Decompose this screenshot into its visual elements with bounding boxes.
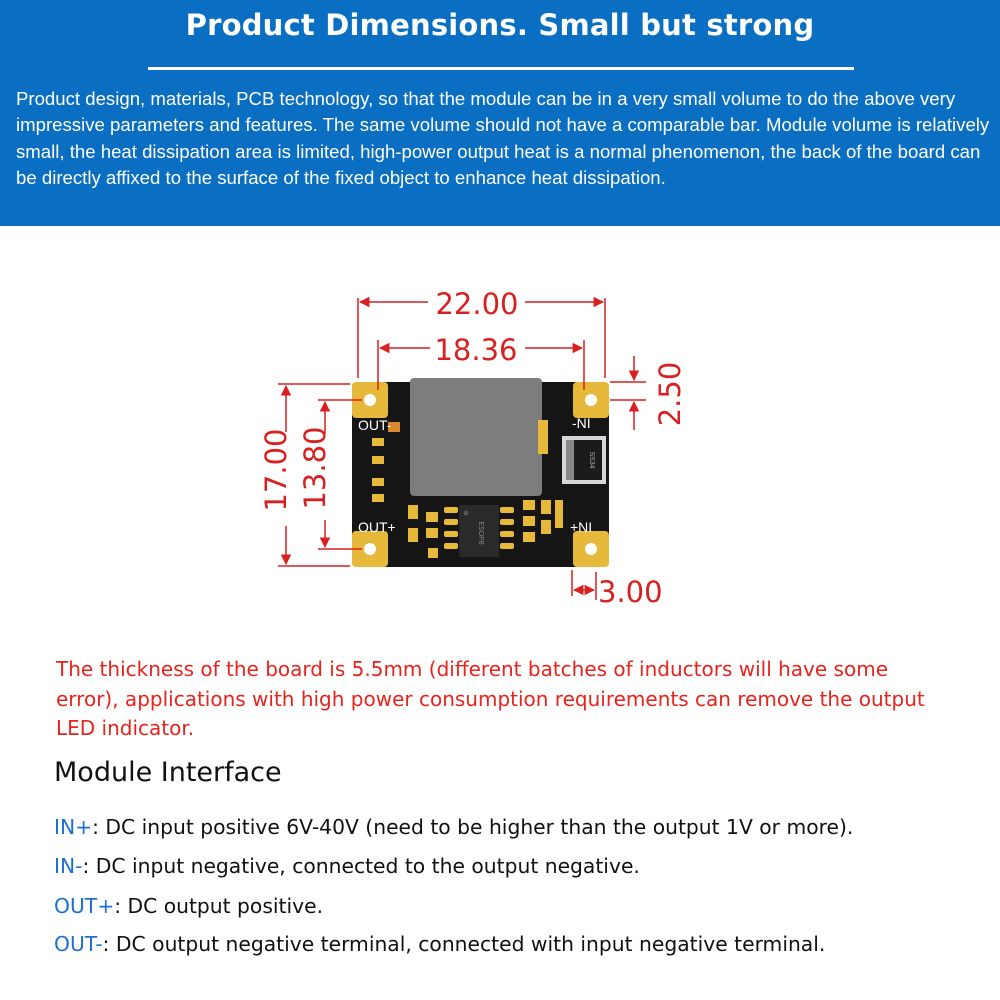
dim-hole-offset-top: 2.50 [653, 362, 687, 427]
silk-out-plus: OUT+ [358, 519, 396, 535]
dim-hole-offset-side: 3.00 [598, 575, 663, 609]
interface-item-out-plus: OUT+: DC output positive. [54, 894, 994, 918]
dim-hole-spacing-height: 13.80 [298, 426, 332, 509]
pin-description: : DC output negative terminal, connected… [102, 932, 826, 956]
diode-marking: SS34 [588, 451, 595, 468]
silk-in-minus: -NI [572, 415, 591, 431]
pin-label: IN- [54, 854, 83, 878]
interface-item-in-minus: IN-: DC input negative, connected to the… [54, 854, 994, 878]
inductor [410, 378, 542, 496]
pin-description: : DC input negative, connected to the ou… [82, 854, 640, 878]
ic-marking: ESOP8 [477, 521, 484, 544]
dim-overall-height: 17.00 [259, 428, 293, 511]
board-dimension-drawing: SS34 ESOP8 OUT- OUT+ -NI +NI 22.00 18.36 [259, 287, 687, 609]
pin-label: IN+ [54, 815, 93, 839]
corner-pad-top-right [573, 382, 609, 418]
title-divider [148, 67, 854, 70]
interface-item-out-minus: OUT-: DC output negative terminal, conne… [54, 932, 994, 956]
dim-hole-spacing-width: 18.36 [434, 333, 517, 367]
pin-label: OUT- [54, 932, 103, 956]
page-title: Product Dimensions. Small but strong [185, 8, 815, 42]
thickness-note: The thickness of the board is 5.5mm (dif… [56, 657, 925, 740]
interface-item-in-plus: IN+: DC input positive 6V-40V (need to b… [54, 815, 994, 839]
silk-in-plus: +NI [570, 519, 592, 535]
corner-pad-bottom-left [352, 531, 388, 567]
pin-label: OUT+ [54, 894, 115, 918]
silk-out-minus: OUT- [358, 417, 392, 433]
corner-pad-bottom-right [573, 531, 609, 567]
product-description: Product design, materials, PCB technolog… [16, 88, 990, 188]
pin-description: : DC input positive 6V-40V (need to be h… [92, 815, 854, 839]
module-interface-title: Module Interface [54, 757, 282, 788]
dim-overall-width: 22.00 [435, 287, 518, 321]
corner-pad-top-left [352, 382, 388, 418]
header-banner: Product Dimensions. Small but strong Pro… [0, 0, 1000, 226]
pin-description: : DC output positive. [114, 894, 324, 918]
